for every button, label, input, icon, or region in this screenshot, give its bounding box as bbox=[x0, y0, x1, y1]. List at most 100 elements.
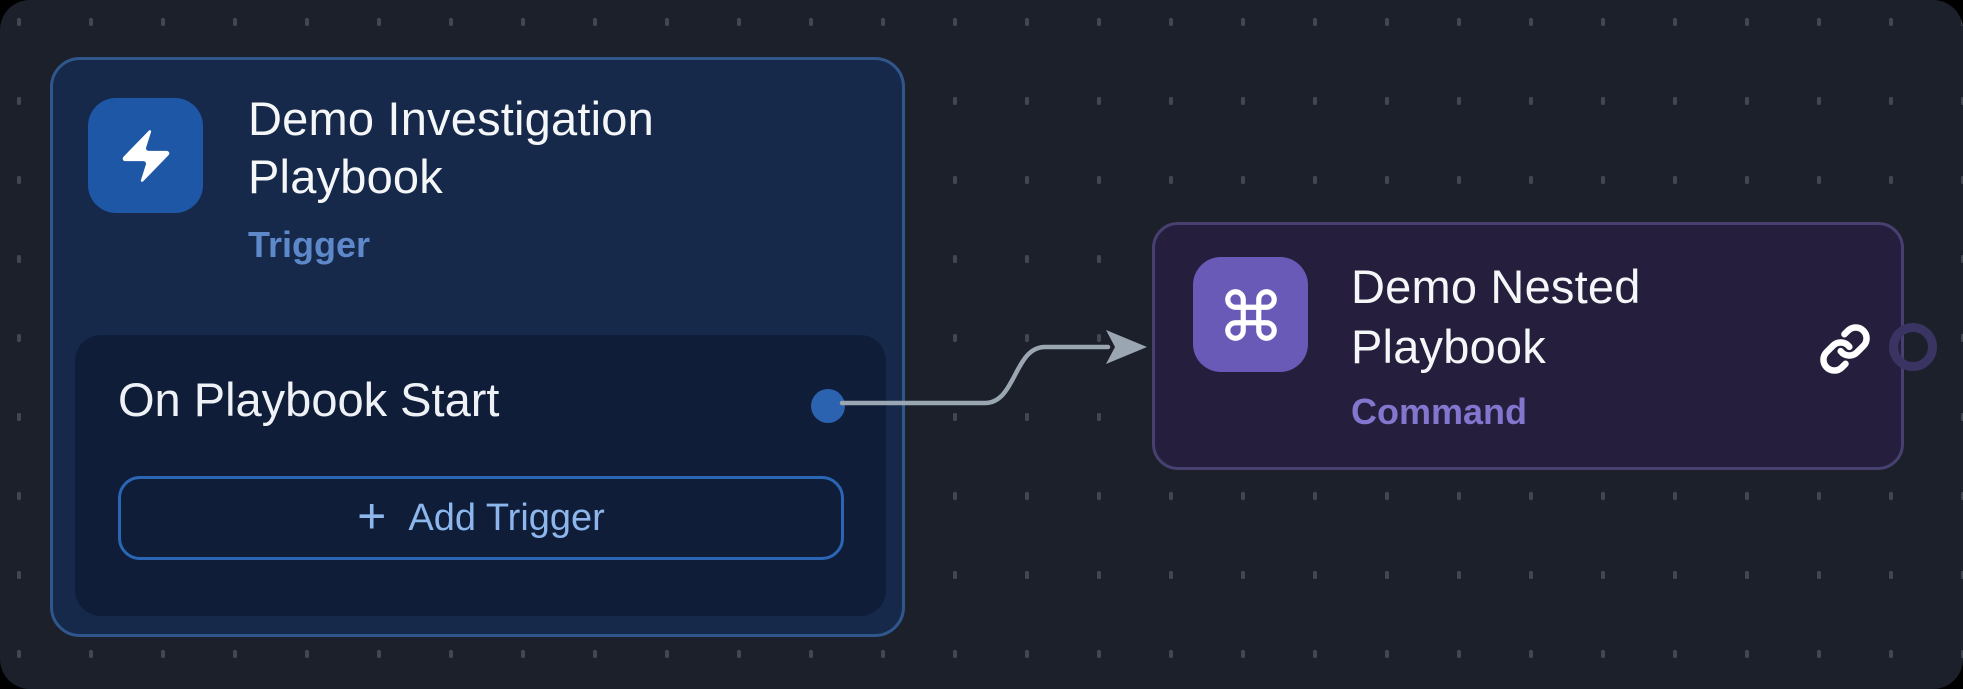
grid-dash bbox=[1385, 492, 1389, 500]
grid-dash bbox=[953, 97, 957, 105]
grid-dash bbox=[1529, 176, 1533, 184]
grid-dash bbox=[1817, 176, 1821, 184]
grid-dash bbox=[17, 492, 21, 500]
grid-dash bbox=[1601, 650, 1605, 658]
grid-dash bbox=[233, 650, 237, 658]
grid-dash bbox=[1817, 97, 1821, 105]
grid-dash bbox=[1169, 650, 1173, 658]
grid-dash bbox=[1601, 176, 1605, 184]
grid-dash bbox=[1025, 97, 1029, 105]
grid-dash bbox=[1601, 492, 1605, 500]
grid-dash bbox=[1385, 571, 1389, 579]
trigger-event-label: On Playbook Start bbox=[118, 373, 500, 426]
edge-path[interactable] bbox=[839, 344, 1111, 406]
grid-dash bbox=[1745, 176, 1749, 184]
grid-dash bbox=[1889, 571, 1893, 579]
node-trigger-demo-investigation-playbook[interactable]: Demo Investigation Playbook Trigger On P… bbox=[50, 57, 905, 637]
grid-dash bbox=[1961, 334, 1963, 342]
grid-dash bbox=[1961, 97, 1963, 105]
grid-dash bbox=[377, 650, 381, 658]
grid-dash bbox=[953, 492, 957, 500]
grid-dash bbox=[1025, 492, 1029, 500]
grid-dash bbox=[809, 18, 813, 26]
grid-dash bbox=[1745, 650, 1749, 658]
grid-dash bbox=[1745, 97, 1749, 105]
node-title: Demo Nested Playbook bbox=[1351, 260, 1641, 373]
grid-dash bbox=[17, 571, 21, 579]
add-trigger-button[interactable]: + Add Trigger bbox=[118, 476, 844, 560]
grid-dash bbox=[1673, 97, 1677, 105]
node-type-label: Command bbox=[1351, 391, 1528, 432]
grid-dash bbox=[1025, 334, 1029, 342]
grid-dash bbox=[1961, 492, 1963, 500]
grid-dash bbox=[1097, 176, 1101, 184]
grid-dash bbox=[881, 650, 885, 658]
grid-dash bbox=[1673, 176, 1677, 184]
grid-dash bbox=[1889, 176, 1893, 184]
grid-dash bbox=[1457, 571, 1461, 579]
grid-dash bbox=[1169, 176, 1173, 184]
lightning-bolt-icon bbox=[88, 98, 203, 213]
grid-dash bbox=[1241, 18, 1245, 26]
grid-dash bbox=[953, 571, 957, 579]
grid-dash bbox=[1961, 18, 1963, 26]
grid-dash bbox=[737, 18, 741, 26]
grid-dash bbox=[1097, 650, 1101, 658]
grid-dash bbox=[1889, 97, 1893, 105]
grid-dash bbox=[233, 18, 237, 26]
grid-dash bbox=[17, 176, 21, 184]
grid-dash bbox=[1169, 97, 1173, 105]
grid-dash bbox=[1025, 18, 1029, 26]
grid-dash bbox=[665, 650, 669, 658]
grid-dash bbox=[17, 334, 21, 342]
grid-dash bbox=[1457, 176, 1461, 184]
chain-link-icon[interactable] bbox=[1819, 323, 1871, 375]
grid-dash bbox=[1313, 650, 1317, 658]
grid-dash bbox=[17, 255, 21, 263]
plus-icon: + bbox=[357, 488, 387, 544]
command-output-port-ring[interactable] bbox=[1889, 323, 1937, 371]
trigger-output-port[interactable] bbox=[811, 389, 845, 423]
grid-dash bbox=[1385, 97, 1389, 105]
grid-dash bbox=[1817, 571, 1821, 579]
grid-dash bbox=[1601, 18, 1605, 26]
grid-dash bbox=[1817, 18, 1821, 26]
node-command-demo-nested-playbook[interactable]: Demo Nested Playbook Command bbox=[1152, 222, 1904, 470]
grid-dash bbox=[1097, 492, 1101, 500]
grid-dash bbox=[521, 18, 525, 26]
grid-dash bbox=[593, 650, 597, 658]
grid-dash bbox=[1385, 18, 1389, 26]
grid-dash bbox=[1889, 650, 1893, 658]
grid-dash bbox=[89, 18, 93, 26]
grid-dash bbox=[1313, 571, 1317, 579]
grid-dash bbox=[1313, 97, 1317, 105]
grid-dash bbox=[161, 650, 165, 658]
grid-dash bbox=[737, 650, 741, 658]
grid-dash bbox=[1889, 18, 1893, 26]
grid-dash bbox=[1673, 571, 1677, 579]
grid-dash bbox=[1025, 413, 1029, 421]
grid-dash bbox=[1025, 571, 1029, 579]
grid-dash bbox=[1241, 492, 1245, 500]
grid-dash bbox=[1241, 176, 1245, 184]
grid-dash bbox=[1385, 650, 1389, 658]
grid-dash bbox=[1097, 255, 1101, 263]
grid-dash bbox=[953, 176, 957, 184]
grid-dash bbox=[1313, 492, 1317, 500]
grid-dash bbox=[305, 650, 309, 658]
grid-dash bbox=[1241, 97, 1245, 105]
grid-dash bbox=[1601, 97, 1605, 105]
grid-dash bbox=[1097, 18, 1101, 26]
grid-dash bbox=[1025, 255, 1029, 263]
grid-dash bbox=[1385, 176, 1389, 184]
grid-dash bbox=[1457, 97, 1461, 105]
grid-dash bbox=[1313, 176, 1317, 184]
grid-dash bbox=[1673, 492, 1677, 500]
grid-dash bbox=[953, 255, 957, 263]
node-type-label: Trigger bbox=[248, 224, 371, 265]
grid-dash bbox=[17, 97, 21, 105]
grid-dash bbox=[89, 650, 93, 658]
grid-dash bbox=[1529, 650, 1533, 658]
grid-dash bbox=[1169, 492, 1173, 500]
